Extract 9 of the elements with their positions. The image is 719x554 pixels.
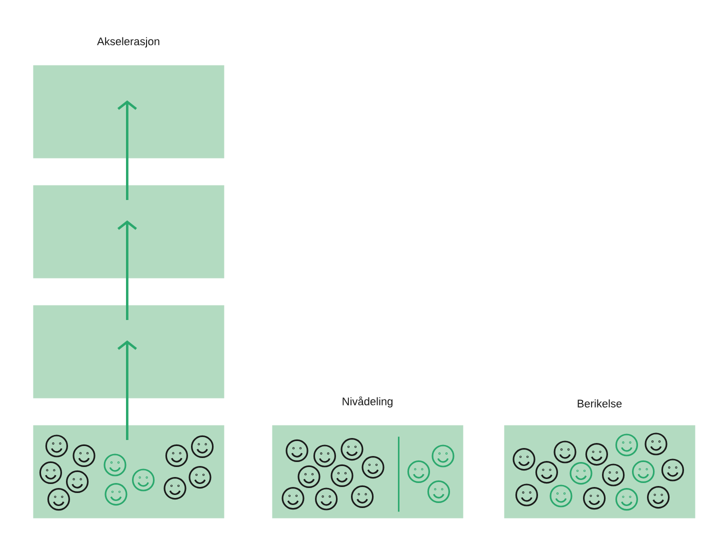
box [33, 185, 224, 278]
heading: Berikelse [578, 399, 622, 408]
heading: Nivådeling [342, 396, 392, 408]
arrow [117, 340, 137, 440]
arrow [117, 100, 137, 200]
arrow [117, 220, 137, 320]
box [33, 305, 224, 398]
box [33, 425, 224, 518]
heading: Akselerasjon [97, 37, 160, 48]
